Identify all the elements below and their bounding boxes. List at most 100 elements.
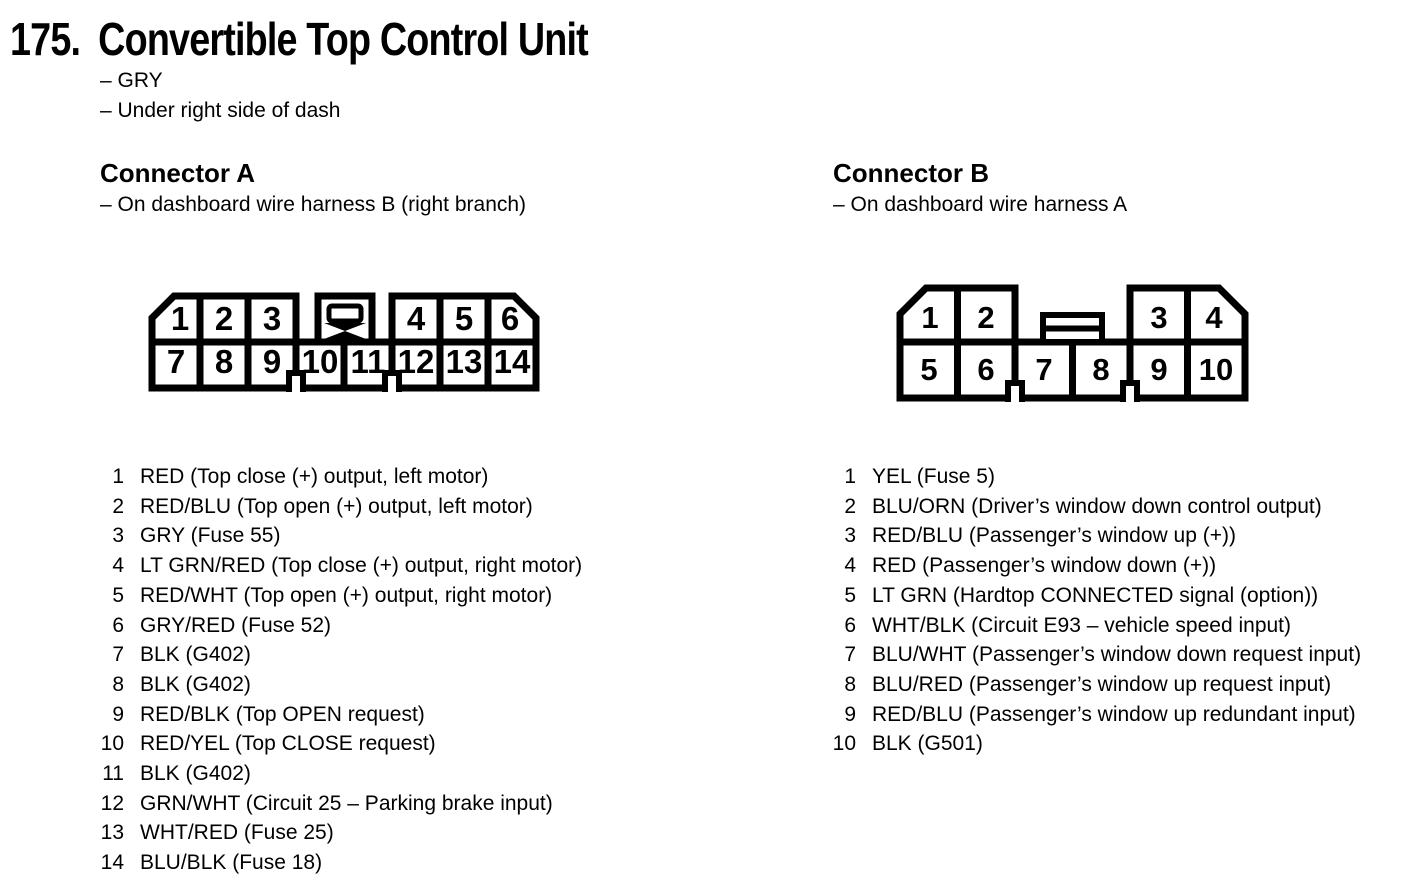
pin-list-item: 10 RED/YEL (Top CLOSE request) [94,729,582,759]
connector-b-pin-cell-label: 4 [1205,300,1223,335]
connector-a-pin-list: 1 RED (Top close (+) output, left motor)… [94,462,582,878]
pin-description: WHT/RED (Fuse 25) [140,821,334,845]
pin-number: 11 [102,762,124,786]
connector-a-pin-cell-label: 13 [446,343,483,380]
pin-description: BLK (G501) [872,732,983,756]
pin-number: 5 [112,583,124,607]
pin-number: 7 [844,643,856,667]
connector-b-pin-cell-label: 8 [1092,352,1109,387]
pin-list-item: 3 RED/BLU (Passenger’s window up (+)) [826,521,1361,551]
connector-a-pin-cell-label: 14 [494,343,531,380]
pin-list-item: 14 BLU/BLK (Fuse 18) [94,848,582,878]
pin-description: BLU/ORN (Driver’s window down control ou… [872,494,1322,518]
pin-cell-chamfered [896,284,961,346]
pin-number: 13 [100,821,124,845]
unit-note-line: – GRY [100,69,163,92]
pin-list-item: 6 GRY/RED (Fuse 52) [94,611,582,641]
page-title-row: 175. Convertible Top Control Unit [10,13,589,65]
connector-b-pin-cell-label: 7 [1035,352,1052,387]
connector-b-pin-list: 1 YEL (Fuse 5) 2 BLU/ORN (Driver’s windo… [826,462,1361,759]
connector-b-pin-cell-label: 10 [1199,352,1233,387]
connector-a-pin-cell-label: 5 [455,300,473,337]
pin-description: LT GRN/RED (Top close (+) output, right … [140,554,583,578]
unit-notes: – GRY – Under right side of dash [100,66,340,126]
connector-a-heading: Connector A [100,158,256,188]
pin-description: BLK (G402) [140,643,251,667]
pin-list-item: 9 RED/BLU (Passenger’s window up redunda… [826,700,1361,730]
pin-description: WHT/BLK (Circuit E93 – vehicle speed inp… [872,613,1292,637]
pin-number: 8 [112,672,124,696]
pin-description: BLU/BLK (Fuse 18) [140,851,323,875]
pin-number: 2 [844,494,856,518]
pin-number: 9 [112,702,124,726]
pin-number: 8 [844,672,856,696]
connector-b-heading: Connector B [833,158,989,188]
pin-cell-chamfered [148,292,204,346]
mounting-notch [1005,380,1025,402]
pin-number: 1 [844,465,856,488]
pin-description: RED/BLU (Passenger’s window up (+)) [872,524,1236,548]
connector-b-pin-cell-label: 6 [977,352,994,387]
pin-list-item: 5 RED/WHT (Top open (+) output, right mo… [94,581,582,611]
connector-a-diagram: 1 2 3 4 5 6 7 8 9 10 11 12 13 14 [148,292,540,392]
pin-list-item: 4 RED (Passenger’s window down (+)) [826,551,1361,581]
connector-b-pin-cell-label: 9 [1150,352,1167,387]
connector-a-pin-cell-label: 3 [263,300,281,337]
pin-number: 3 [112,524,124,548]
connector-a-pin-cell-label: 4 [407,300,426,337]
pin-number: 10 [100,732,124,756]
pin-description: RED (Passenger’s window down (+)) [872,554,1217,578]
connector-b-note: – On dashboard wire harness A [833,193,1128,216]
pin-description: RED/BLK (Top OPEN request) [140,702,425,726]
pin-number: 10 [832,732,856,756]
pin-description: RED (Top close (+) output, left motor) [140,465,489,488]
pin-number: 4 [844,554,856,578]
connector-a-pin-cell-label: 11 [351,343,386,380]
connector-a-pin-cell-label: 8 [215,343,233,380]
connector-a-pin-cell-label: 6 [501,300,519,337]
connector-a-pin-cell-label: 2 [215,300,233,337]
connector-b-pin-cell-label: 2 [977,300,994,335]
pin-number: 7 [112,643,124,667]
pin-number: 3 [844,524,856,548]
connector-a-note: – On dashboard wire harness B (right bra… [100,193,527,216]
pin-list-item: 4 LT GRN/RED (Top close (+) output, righ… [94,551,582,581]
pin-list-item: 11 BLK (G402) [94,759,582,789]
connector-a-pin-cell-label: 1 [171,300,189,337]
mounting-notch [1120,380,1140,402]
pin-list-item: 6 WHT/BLK (Circuit E93 – vehicle speed i… [826,611,1361,641]
pin-description: YEL (Fuse 5) [872,465,995,488]
pin-list-item: 2 BLU/ORN (Driver’s window down control … [826,492,1361,522]
pin-list-item: 8 BLU/RED (Passenger’s window up request… [826,670,1361,700]
pin-description: RED/YEL (Top CLOSE request) [140,732,436,756]
pin-description: BLK (G402) [140,672,251,696]
section-number: 175. [10,13,81,65]
pin-number: 12 [100,791,124,815]
pin-description: BLK (G402) [140,762,251,786]
pin-list-item: 7 BLK (G402) [94,640,582,670]
pin-number: 6 [112,613,124,637]
pin-list-item: 9 RED/BLK (Top OPEN request) [94,700,582,730]
pin-list-item: 7 BLU/WHT (Passenger’s window down reque… [826,640,1361,670]
pin-cell-chamfered [484,292,540,346]
pin-description: GRN/WHT (Circuit 25 – Parking brake inpu… [140,791,553,815]
pin-number: 6 [844,613,856,637]
pin-list-item: 1 RED (Top close (+) output, left motor) [94,462,582,492]
pin-list-item: 5 LT GRN (Hardtop CONNECTED signal (opti… [826,581,1361,611]
connector-a-pin-cell-label: 12 [398,343,435,380]
pin-description: RED/BLU (Passenger’s window up redundant… [872,702,1356,726]
pin-number: 14 [100,851,124,875]
pin-list-item: 12 GRN/WHT (Circuit 25 – Parking brake i… [94,789,582,819]
pin-description: GRY (Fuse 55) [140,524,281,548]
connector-latch-icon [314,292,376,346]
connector-a-pin-cell-label: 9 [263,343,281,380]
pin-description: RED/BLU (Top open (+) output, left motor… [140,494,533,518]
pin-list-item: 1 YEL (Fuse 5) [826,462,1361,492]
pin-number: 5 [844,583,856,607]
connector-a-pin-cell-label: 10 [302,343,339,380]
pin-number: 1 [112,465,124,488]
unit-note-line: – Under right side of dash [100,99,341,122]
pin-description: BLU/RED (Passenger’s window up request i… [872,672,1332,696]
pin-list-item: 3 GRY (Fuse 55) [94,521,582,551]
